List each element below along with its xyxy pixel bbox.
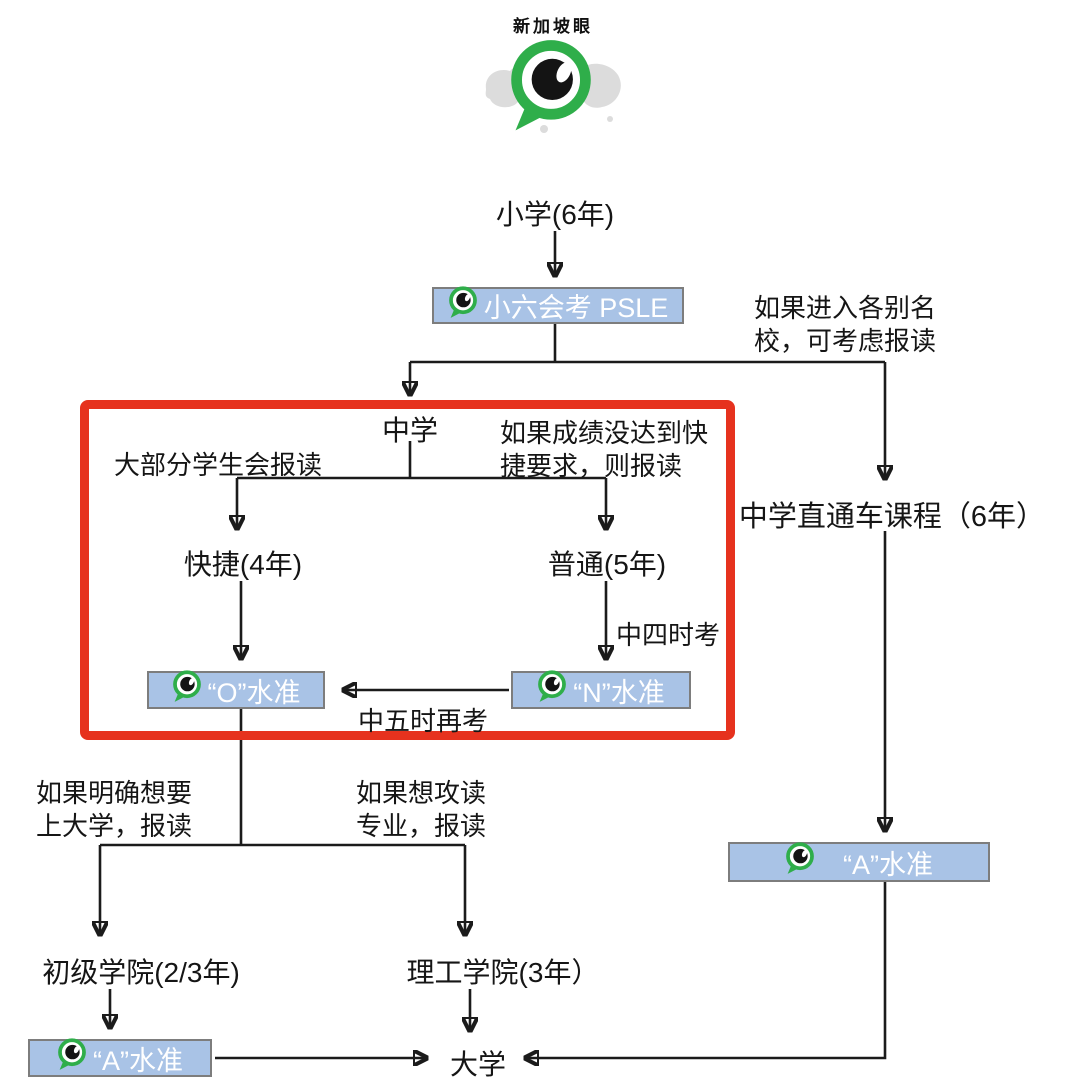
brand-logo: 新加坡眼 [478,12,628,149]
node-a-level-ip: “A”水准 [728,842,990,882]
node-normal-stream: 普通(5年) [547,549,667,580]
brand-eye-icon [172,670,202,710]
brand-name: 新加坡眼 [513,17,593,36]
note-most-students: 大部分学生会报读 [114,450,323,480]
a-level-jc-label: “A”水准 [93,1045,183,1076]
psle-label: 小六会考 PSLE [483,293,669,323]
note-to-professional: 如果想攻读 专业，报读 [356,778,487,842]
n-level-label: “N”水准 [573,677,665,708]
o-level-label: “O”水准 [207,677,301,708]
note-sec4-exam: 中四时考 [616,620,721,650]
note-sec5-retake: 中五时再考 [358,706,489,736]
node-primary-school: 小学(6年) [495,199,615,230]
brand-eye-icon [448,285,478,326]
node-junior-college: 初级学院(2/3年) [42,957,240,988]
node-through-train-programme: 中学直通车课程（6年） [738,501,1046,533]
brand-eye-icon [785,842,815,882]
node-polytechnic: 理工学院(3年） [406,957,600,988]
node-secondary-school: 中学 [381,415,439,446]
node-express-stream: 快捷(4年) [183,549,303,580]
node-n-level: “N”水准 [511,670,691,710]
node-a-level-jc: “A”水准 [28,1038,212,1078]
node-university: 大学 [449,1049,507,1080]
brand-eye-logo-icon [485,37,621,149]
note-elite-school: 如果进入各别名 校，可考虑报读 [754,293,937,357]
note-below-express: 如果成绩没达到快 捷要求，则报读 [500,418,709,482]
node-psle-exam: 小六会考 PSLE [432,285,684,326]
node-o-level: “O”水准 [147,670,325,710]
note-to-university: 如果明确想要 上大学，报读 [36,778,193,842]
brand-eye-icon [57,1038,87,1078]
brand-eye-icon [537,670,567,710]
a-level-ip-label: “A”水准 [843,849,933,880]
